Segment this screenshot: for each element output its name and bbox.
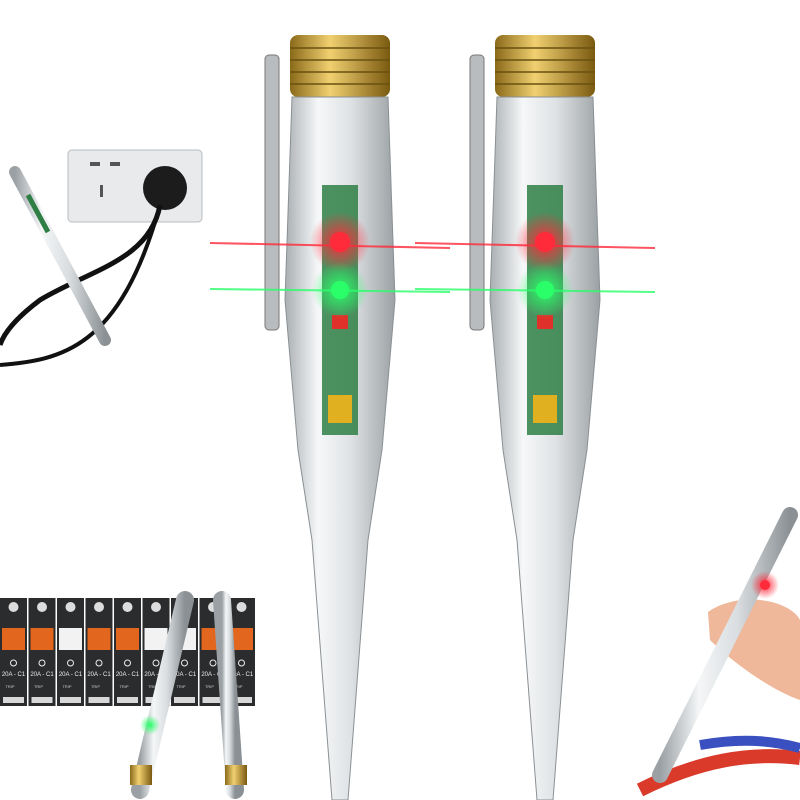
breaker: 20A - C1 TRIP bbox=[114, 598, 141, 706]
tester-pen-on-breaker bbox=[130, 591, 194, 799]
breaker: 20A - C1 TRIP bbox=[28, 598, 56, 706]
screw-icon bbox=[151, 602, 161, 612]
screw-icon bbox=[37, 602, 47, 612]
breaker-rating-label: 20A - C1 bbox=[30, 672, 54, 678]
breaker-trip-label: TRIP bbox=[119, 684, 128, 689]
small-tester-pen bbox=[9, 166, 111, 346]
breaker-trip-label: TRIP bbox=[91, 684, 100, 689]
breaker-trip-label: TRIP bbox=[233, 684, 242, 689]
screw-icon bbox=[94, 602, 104, 612]
pen-cap bbox=[290, 35, 390, 97]
breaker: 20A - C1 TRIP bbox=[85, 598, 113, 706]
voltage-tester-pen bbox=[414, 35, 656, 800]
screw-icon bbox=[65, 602, 76, 612]
voltage-tester-pen bbox=[209, 35, 451, 800]
breaker-rating-label: 20A - C1 bbox=[144, 672, 168, 678]
breaker-trip-label: TRIP bbox=[148, 684, 157, 689]
breaker-rating-label: 20A - C1 bbox=[230, 672, 254, 678]
breaker-trip-label: TRIP bbox=[205, 684, 214, 689]
breaker-rating-label: 20A - C1 bbox=[116, 672, 140, 678]
breaker-rating-label: 20A - C1 bbox=[59, 672, 83, 678]
breaker-rating-label: 20A - C1 bbox=[87, 672, 111, 678]
breaker-trip-label: TRIP bbox=[5, 684, 14, 689]
breaker: 20A - C1 TRIP bbox=[57, 598, 84, 706]
tester-pen-on-breaker bbox=[213, 591, 247, 799]
screw-icon bbox=[236, 602, 247, 612]
breaker-trip-label: TRIP bbox=[34, 684, 43, 689]
pen-clip bbox=[469, 54, 485, 331]
breaker-trip-label: TRIP bbox=[62, 684, 71, 689]
screw-icon bbox=[8, 602, 19, 612]
screw-icon bbox=[122, 602, 133, 612]
breaker-rating-label: 20A - C1 bbox=[201, 672, 225, 678]
pen-clip bbox=[264, 54, 280, 331]
breaker-rating-label: 20A - C1 bbox=[173, 672, 197, 678]
breaker-rating-label: 20A - C1 bbox=[2, 672, 26, 678]
hand-testing-wire bbox=[636, 507, 800, 797]
wall-socket bbox=[0, 149, 203, 367]
pen-cap bbox=[495, 35, 595, 97]
breaker: 20A - C1 TRIP bbox=[0, 598, 27, 706]
breaker-trip-label: TRIP bbox=[176, 684, 185, 689]
